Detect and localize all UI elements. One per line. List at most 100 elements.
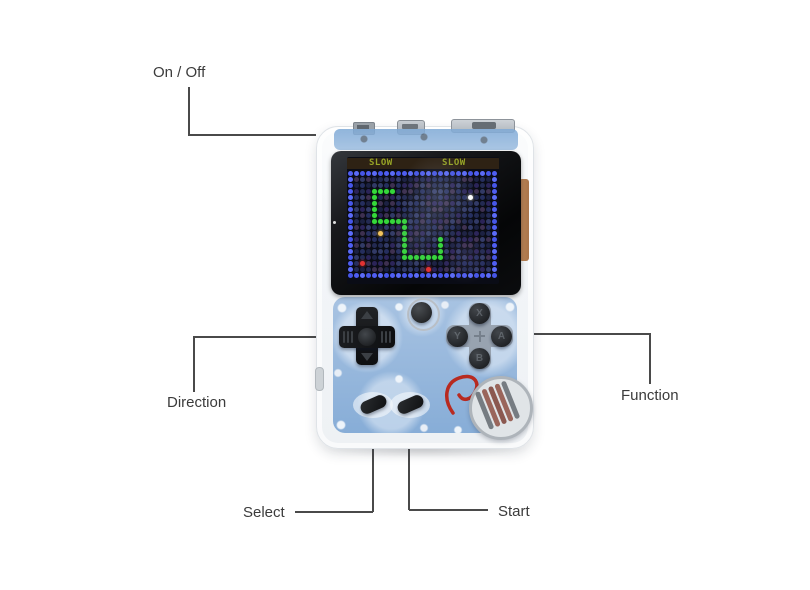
bg-dot — [426, 195, 431, 200]
bg-dot — [408, 219, 413, 224]
bg-dot — [480, 249, 485, 254]
snake-segment — [372, 219, 377, 224]
bg-dot — [384, 207, 389, 212]
bg-dot — [450, 213, 455, 218]
border-dot — [348, 189, 353, 194]
bg-dot — [456, 243, 461, 248]
bg-dot — [360, 201, 365, 206]
bg-dot — [414, 183, 419, 188]
bg-dot — [414, 195, 419, 200]
bg-dot — [414, 177, 419, 182]
callout-line-function-vertical — [649, 333, 651, 384]
bg-dot — [456, 201, 461, 206]
bg-dot — [402, 207, 407, 212]
bg-dot — [468, 207, 473, 212]
border-dot — [492, 231, 497, 236]
border-dot — [390, 171, 395, 176]
bg-dot — [474, 183, 479, 188]
border-dot — [348, 219, 353, 224]
bg-dot — [468, 201, 473, 206]
bg-dot — [462, 189, 467, 194]
bg-dot — [360, 267, 365, 272]
bg-dot — [438, 225, 443, 230]
border-dot — [396, 273, 401, 278]
border-dot — [492, 225, 497, 230]
bg-dot — [414, 213, 419, 218]
bg-dot — [366, 255, 371, 260]
bg-dot — [486, 249, 491, 254]
bg-dot — [420, 183, 425, 188]
border-dot — [372, 273, 377, 278]
bg-dot — [432, 201, 437, 206]
border-dot — [360, 171, 365, 176]
bg-dot — [432, 267, 437, 272]
bg-dot — [354, 231, 359, 236]
bg-dot — [420, 243, 425, 248]
status-speed-left: SLOW — [369, 158, 393, 168]
bg-dot — [414, 261, 419, 266]
bg-dot — [426, 231, 431, 236]
bg-dot — [432, 207, 437, 212]
bg-dot — [444, 183, 449, 188]
bg-dot — [396, 201, 401, 206]
bg-dot — [396, 249, 401, 254]
bg-dot — [480, 207, 485, 212]
bg-dot — [354, 249, 359, 254]
bg-dot — [408, 267, 413, 272]
bg-dot — [384, 237, 389, 242]
bg-dot — [474, 243, 479, 248]
bg-dot — [450, 231, 455, 236]
bg-dot — [414, 231, 419, 236]
bg-dot — [444, 225, 449, 230]
bg-dot — [408, 177, 413, 182]
bg-dot — [468, 177, 473, 182]
border-dot — [492, 201, 497, 206]
bg-dot — [450, 177, 455, 182]
bg-dot — [474, 189, 479, 194]
bg-dot — [420, 195, 425, 200]
side-button — [315, 367, 324, 391]
bg-dot — [384, 177, 389, 182]
button-x: X — [469, 303, 490, 324]
bg-dot — [468, 189, 473, 194]
bg-dot — [468, 231, 473, 236]
bg-dot — [378, 261, 383, 266]
bg-dot — [444, 255, 449, 260]
border-dot — [354, 171, 359, 176]
power-switch-knob — [472, 122, 496, 129]
border-dot — [462, 273, 467, 278]
snake-segment — [402, 255, 407, 260]
bg-dot — [456, 225, 461, 230]
bg-dot — [378, 255, 383, 260]
bg-dot — [426, 189, 431, 194]
bg-dot — [432, 213, 437, 218]
bg-dot — [360, 243, 365, 248]
bg-dot — [474, 267, 479, 272]
bg-dot — [360, 249, 365, 254]
border-dot — [354, 273, 359, 278]
food-orange — [378, 231, 383, 236]
border-dot — [492, 183, 497, 188]
bg-dot — [384, 225, 389, 230]
bg-dot — [366, 249, 371, 254]
callout-line-select-vertical — [372, 413, 374, 512]
dpad-down-arrow-icon — [361, 353, 373, 361]
bg-dot — [366, 213, 371, 218]
bg-dot — [402, 195, 407, 200]
bg-dot — [426, 213, 431, 218]
bg-dot — [366, 195, 371, 200]
bg-dot — [426, 243, 431, 248]
snake-segment — [402, 219, 407, 224]
snake-segment — [396, 219, 401, 224]
bg-dot — [432, 261, 437, 266]
bg-dot — [408, 249, 413, 254]
bg-dot — [390, 243, 395, 248]
bg-dot — [486, 195, 491, 200]
bg-dot — [486, 207, 491, 212]
bg-dot — [402, 189, 407, 194]
bg-dot — [468, 225, 473, 230]
snake-segment — [402, 225, 407, 230]
bg-dot — [396, 207, 401, 212]
bg-dot — [384, 201, 389, 206]
border-dot — [348, 249, 353, 254]
